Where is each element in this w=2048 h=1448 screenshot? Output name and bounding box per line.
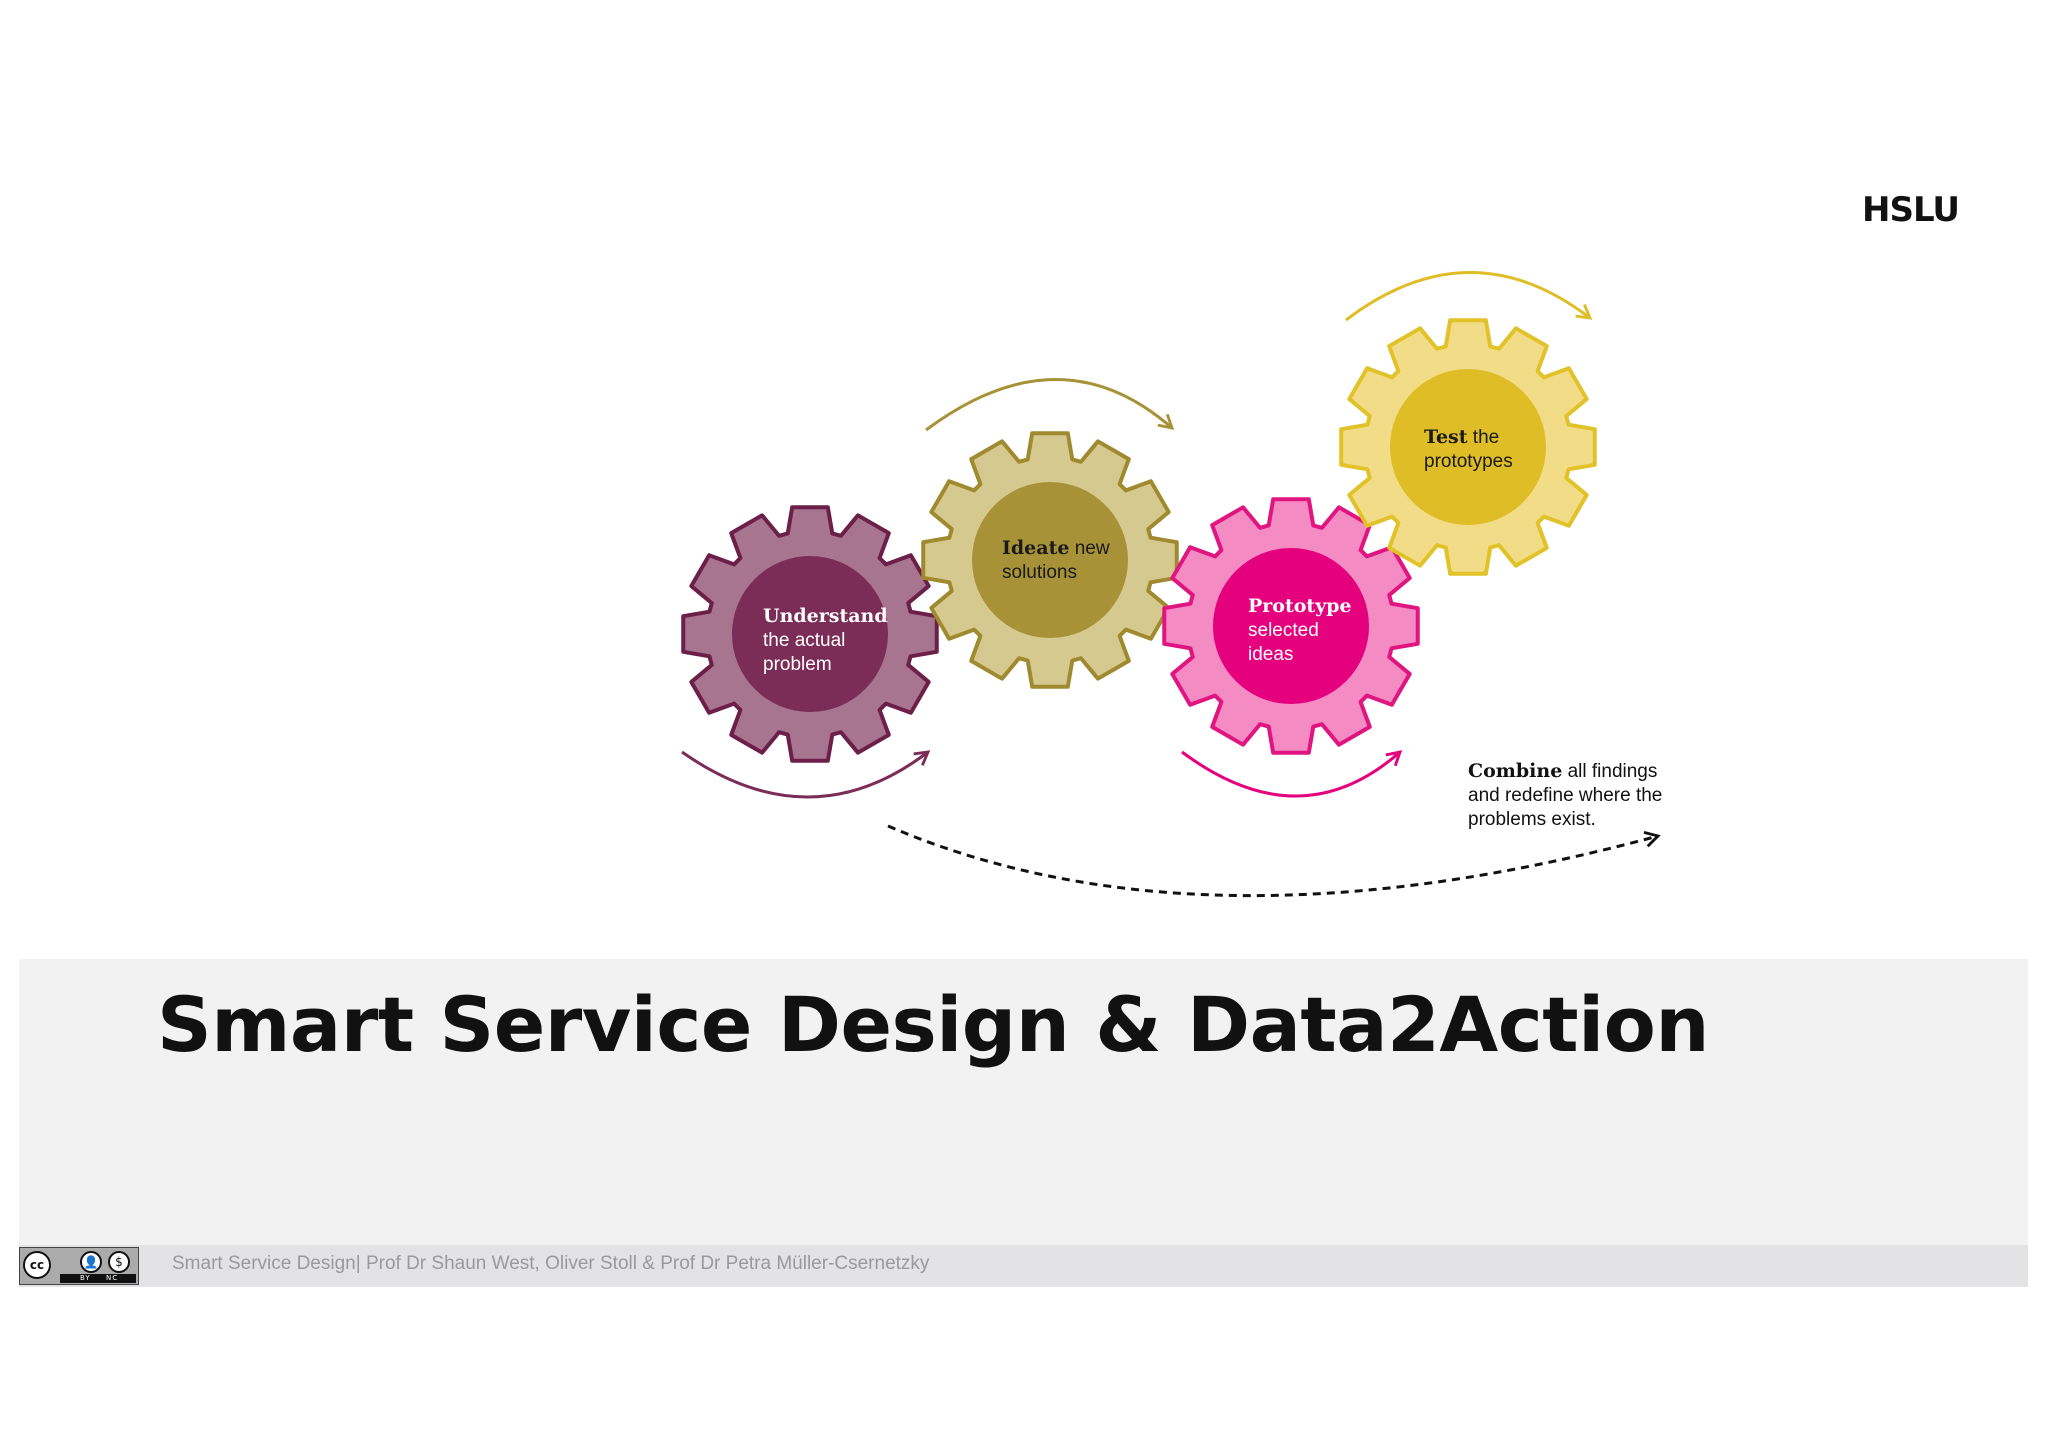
combine-line-2: and redefine where the (1468, 785, 1662, 806)
cc-license-badge: cc 👤 $ BY NC (19, 1247, 139, 1285)
gear-ideate (921, 431, 1179, 689)
gear-test (1339, 318, 1597, 576)
gear-understand-hub (732, 556, 888, 712)
gear-ideate-line-1: solutions (1002, 562, 1077, 583)
gear-ideate-title-suffix: new (1069, 538, 1109, 559)
prototype-arrow (1181, 750, 1403, 798)
gear-test-title-suffix: the (1468, 427, 1500, 448)
combine-bold-word: Combine (1468, 760, 1562, 782)
gear-prototype-line-1: selected (1248, 620, 1319, 641)
slide-title: Smart Service Design & Data2Action (157, 980, 1709, 1069)
cc-icon: cc (23, 1251, 51, 1279)
gear-ideate-hub (972, 482, 1128, 638)
gear-prototype (1162, 497, 1420, 755)
ideate-arrow (925, 378, 1175, 432)
license-label-by: BY (80, 1274, 91, 1282)
gear-prototype-title: Prototype (1248, 595, 1352, 617)
gear-ideate-label: Ideate new solutions (1002, 537, 1114, 583)
gear-test-hub (1390, 369, 1546, 525)
gear-prototype-hub (1213, 548, 1369, 704)
combine-annotation: Combine all findings and redefine where … (1468, 760, 1668, 830)
gear-prototype-label: Prototype selected ideas (1248, 595, 1356, 665)
design-process-diagram: Understand the actual problem Ideate new… (681, 271, 1668, 898)
gear-understand-line-2: problem (763, 654, 832, 675)
understand-arrow (681, 750, 931, 799)
gear-understand-label: Understand the actual problem (763, 605, 892, 675)
attribution-icon: 👤 (80, 1251, 102, 1273)
gear-test-label: Test the prototypes (1424, 426, 1513, 472)
footer-band (19, 1245, 2028, 1287)
test-arrow (1345, 271, 1593, 322)
gear-understand (681, 505, 939, 763)
gear-understand-line-1: the actual (763, 630, 845, 651)
gear-ideate-title: Ideate (1002, 537, 1069, 559)
gear-understand-title: Understand (763, 605, 888, 627)
footer-credits: Smart Service Design| Prof Dr Shaun West… (172, 1253, 930, 1274)
gear-test-line-1: prototypes (1424, 451, 1513, 472)
combine-line-3: problems exist. (1468, 809, 1596, 830)
license-label-nc: NC (106, 1274, 119, 1282)
gear-test-title: Test (1424, 426, 1468, 448)
license-labels: BY NC (60, 1274, 136, 1283)
title-band (19, 959, 2028, 1245)
gear-prototype-line-2: ideas (1248, 644, 1293, 665)
noncommercial-icon: $ (108, 1251, 130, 1273)
hslu-logo: HSLU (1862, 190, 1960, 230)
combine-line-1-rest: all findings (1562, 761, 1657, 782)
combine-arrow (887, 824, 1661, 898)
